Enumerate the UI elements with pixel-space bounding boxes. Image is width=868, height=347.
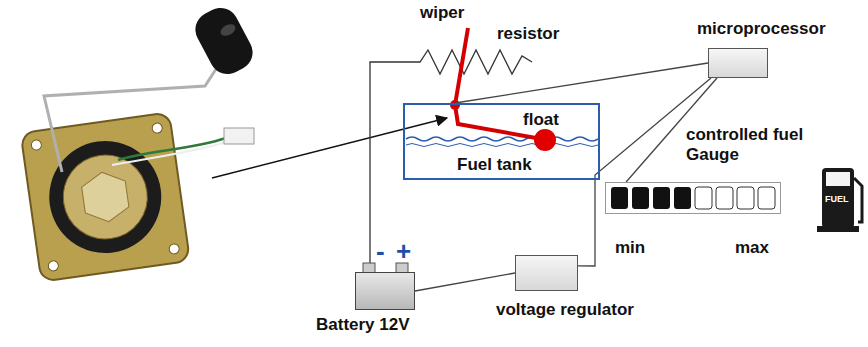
min-label: min [615, 238, 645, 258]
node-text: controlled fuel Gauge [686, 125, 818, 165]
sender-unit-photo [21, 2, 259, 282]
wiper-label: wiper [420, 3, 464, 23]
gauge-segments [611, 187, 775, 209]
voltage-regulator-box: voltage regulator [515, 255, 578, 291]
max-label: max [735, 238, 769, 258]
node-text: microprocessor [697, 19, 826, 39]
node-text: voltage regulator [496, 300, 634, 320]
battery: Battery 12V [355, 272, 415, 310]
fuel-gauge: controlled fuel Gauge [605, 182, 781, 214]
resistor-label: resistor [497, 24, 559, 44]
node-text: Fuel tank [457, 155, 532, 175]
resistor-symbol [370, 50, 532, 264]
leader-arrow [212, 118, 447, 178]
pump-label: FUEL [825, 194, 849, 204]
microprocessor-box: microprocessor [708, 48, 768, 78]
wire [455, 63, 708, 103]
node-text: float [523, 110, 559, 130]
minus-terminal: - [376, 238, 385, 264]
fuel-pump-icon [817, 168, 862, 232]
plus-terminal: + [396, 238, 411, 264]
fuel-tank: floatFuel tank [403, 103, 600, 180]
wire [415, 273, 515, 291]
fuel-waves [406, 137, 598, 147]
wire [578, 78, 711, 266]
node-text: Battery 12V [316, 315, 410, 335]
